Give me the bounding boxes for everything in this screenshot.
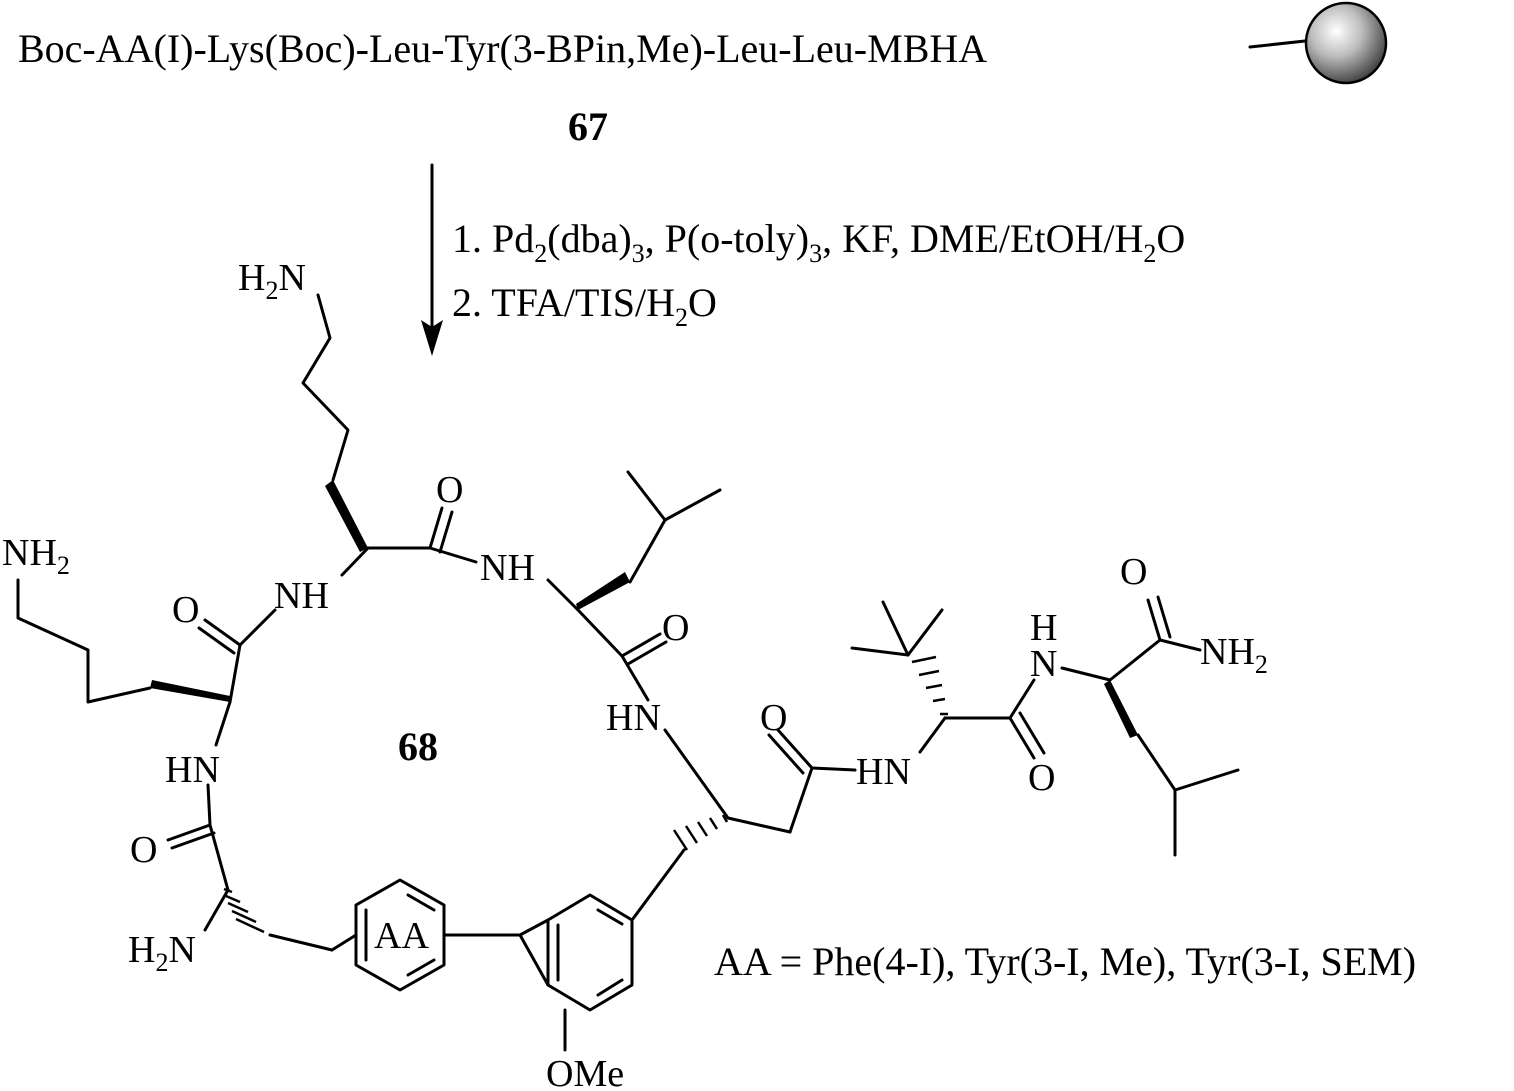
reactant-sequence: Boc-AA(I)-Lys(Boc)-Leu-Tyr(3-BPin,Me)-Le…: [18, 26, 987, 71]
atom-hn-left: HN: [165, 749, 220, 791]
atom-h2n-bottom: H2N: [128, 929, 196, 977]
atom-h-top: H: [1030, 607, 1057, 649]
ring-label-aa: AA: [374, 915, 429, 957]
conditions-step2: 2. TFA/TIS/H2O: [452, 280, 717, 332]
atom-h2n-top: H2N: [238, 257, 306, 305]
product-number: 68: [398, 724, 438, 769]
stereo-bonds: [150, 480, 1138, 934]
atom-o-tbu: O: [1028, 757, 1055, 799]
resin-linker: [1248, 39, 1307, 49]
atom-o-mid: O: [760, 697, 787, 739]
atom-nh2-amide: NH2: [1200, 631, 1268, 679]
conditions-step1: 1. Pd2(dba)3, P(o-toly)3, KF, DME/EtOH/H…: [452, 216, 1185, 268]
reaction-arrowhead: [421, 320, 443, 356]
atom-hn-right: HN: [606, 697, 661, 739]
atom-o-lower-left: O: [130, 829, 157, 871]
reactant-number: 67: [568, 104, 608, 149]
atom-nh-lys: NH: [274, 575, 329, 617]
atom-n-top: N: [1030, 643, 1057, 685]
atom-nh2-left: NH2: [2, 532, 70, 580]
atom-o-left: O: [172, 589, 199, 631]
atom-ome: OMe: [546, 1053, 624, 1091]
atom-nh-leu: NH: [480, 547, 535, 589]
atom-o-leu2: O: [662, 607, 689, 649]
aa-legend: AA = Phe(4-I), Tyr(3-I, Me), Tyr(3-I, SE…: [714, 939, 1416, 984]
atom-hn-mid: HN: [856, 751, 911, 793]
product-skeleton: [16, 293, 1240, 1052]
atom-o-amide: O: [1120, 551, 1147, 593]
atom-o-lys: O: [436, 469, 463, 511]
resin-bead: [1304, 1, 1388, 85]
